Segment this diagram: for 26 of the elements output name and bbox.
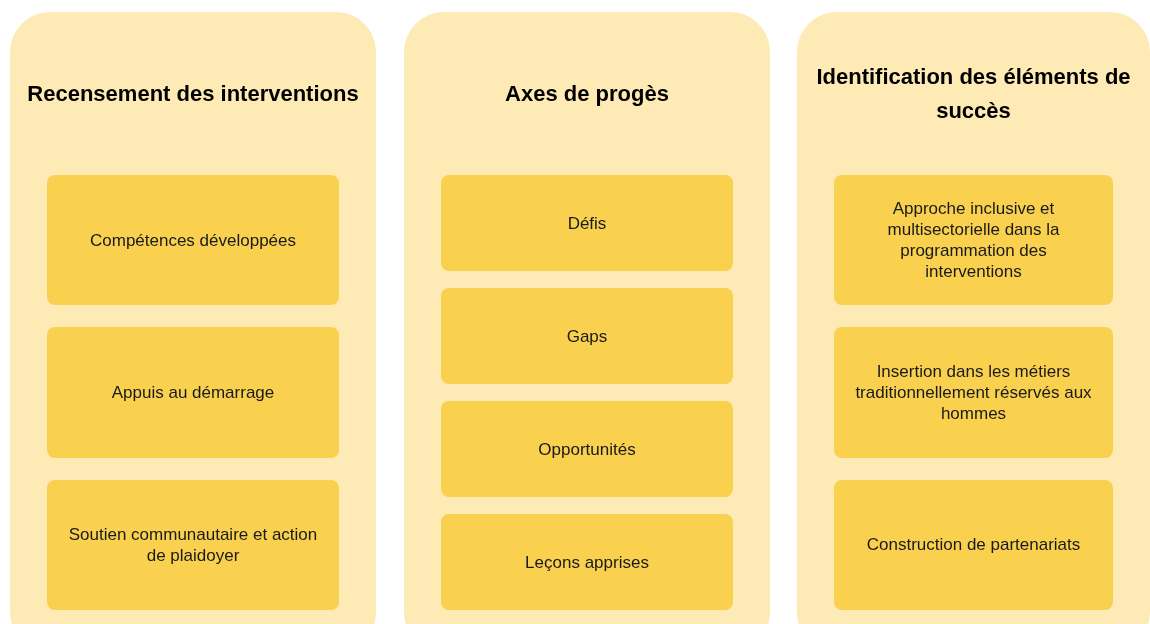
item-text: Soutien communautaire et action de plaidoyer (67, 523, 319, 566)
item-text: Compétences développées (90, 229, 296, 251)
item-box (441, 401, 733, 497)
item-box (441, 514, 733, 610)
item-text: Insertion dans les métiers traditionnellement réservés aux hommes (854, 361, 1093, 424)
column-panel (10, 12, 376, 624)
item-text: Défis (567, 212, 607, 234)
item-box (834, 479, 1113, 610)
column-panel (404, 12, 770, 624)
item-box (47, 479, 339, 610)
column-heading: Identification des éléments de succès (815, 62, 1132, 125)
item-box (441, 175, 733, 271)
item-box (834, 327, 1113, 458)
item-text: Appuis au démarrage (111, 382, 275, 403)
item-text: Construction de partenariats (866, 534, 1081, 556)
column-heading: Recensement des interventions (27, 79, 359, 108)
item-box (47, 327, 339, 458)
column-heading: Axes de progès (505, 79, 669, 108)
item-box (47, 175, 339, 306)
item-box (834, 175, 1113, 306)
item-text: Leçons apprises (525, 551, 649, 573)
item-text: Gaps (566, 325, 608, 347)
item-text: Opportunités (538, 438, 636, 460)
column-panel (797, 12, 1150, 624)
item-box (441, 288, 733, 384)
item-text: Approche inclusive et multisectorielle dans la programmation des interventions (886, 198, 1061, 283)
